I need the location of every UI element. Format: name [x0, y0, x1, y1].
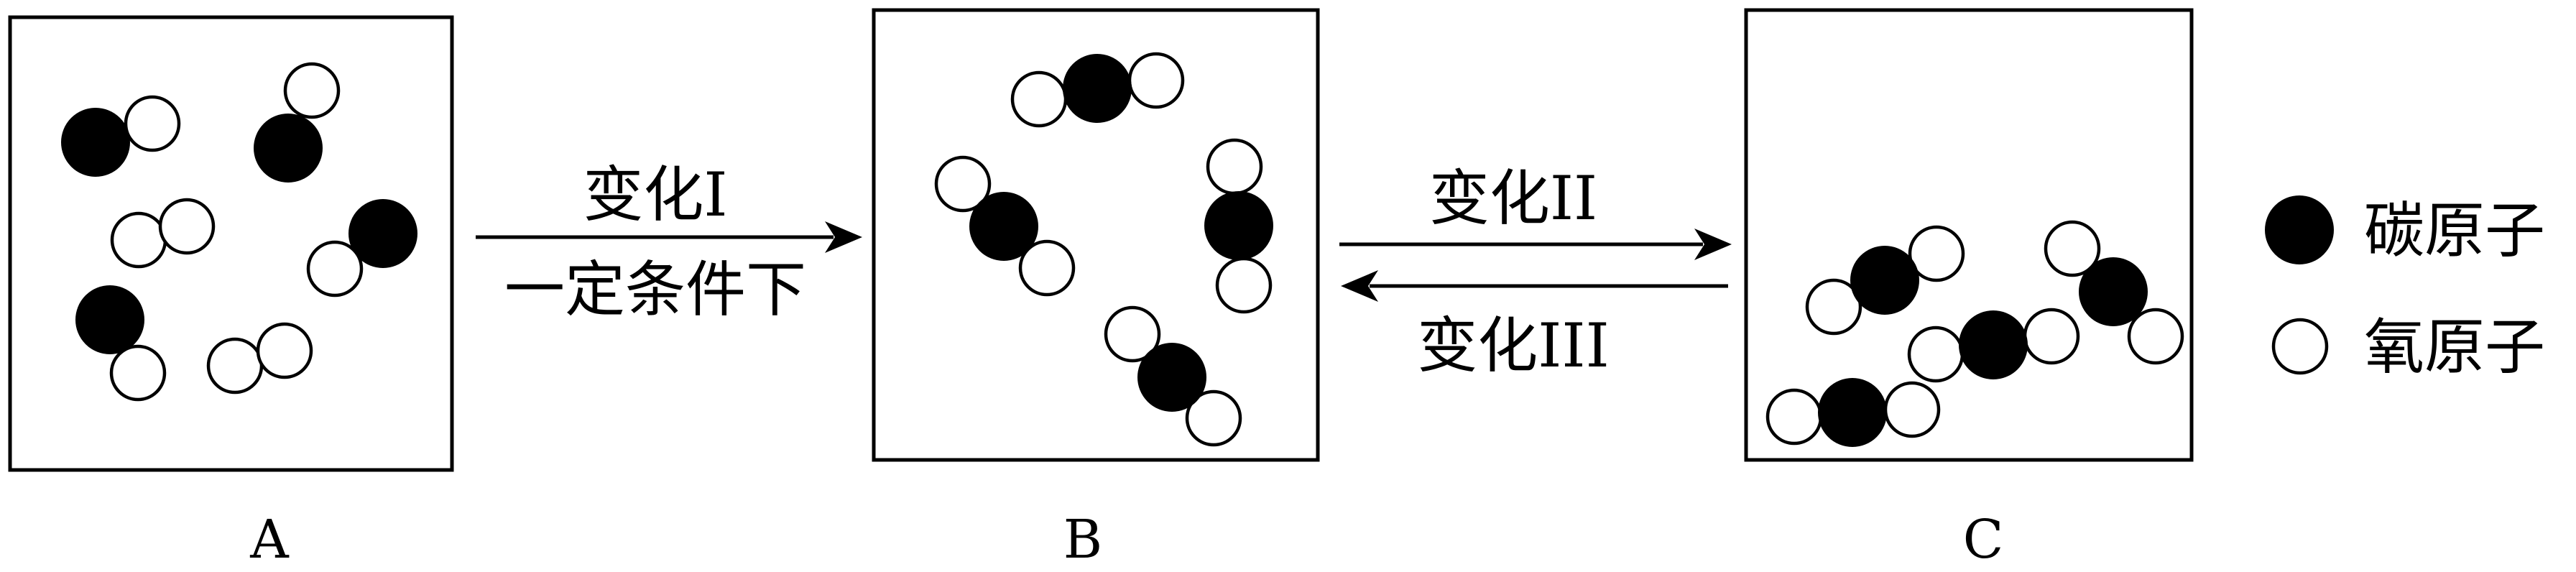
oxygen-atom [124, 95, 181, 152]
carbon-atom [1850, 246, 1919, 315]
legend-item-oxygen: 氧原子 [2271, 312, 2545, 382]
carbon-atom [1959, 310, 2028, 379]
co2-molecule [1907, 308, 2080, 383]
carbon-atom [254, 114, 323, 183]
co-molecule [61, 95, 181, 177]
carbon-atom [1063, 54, 1132, 123]
oxygen-atom [256, 322, 313, 379]
oxygen-atom [1104, 305, 1161, 363]
co2-molecule [1805, 225, 1965, 336]
oxygen-atom-icon [2271, 318, 2329, 375]
panel-c [1744, 8, 2194, 462]
oxygen-atom [1206, 138, 1263, 195]
co2-molecule [1010, 52, 1185, 128]
arrow-change-2: 变化II [1339, 163, 1732, 260]
oxygen-atom [1805, 278, 1862, 336]
o2-molecule [206, 322, 313, 395]
change-3-label: 变化III [1417, 310, 1610, 381]
panel-c-label: C [1963, 509, 2004, 571]
oxygen-atom [1765, 388, 1823, 446]
oxygen-atom [110, 211, 167, 269]
oxygen-atom [283, 62, 341, 119]
panel-a-label: A [249, 509, 290, 571]
oxygen-atom [1018, 239, 1076, 297]
panel-a [8, 15, 454, 472]
oxygen-atom [1883, 381, 1941, 438]
panel-b-label: B [1063, 509, 1102, 571]
arrow-change-1: 变化I 一定条件下 [476, 160, 862, 325]
arrow-right-head [1694, 229, 1732, 260]
arrow-right-head [825, 221, 862, 253]
oxygen-atom [109, 344, 167, 402]
carbon-atom [1137, 343, 1206, 412]
oxygen-atom [934, 155, 992, 213]
carbon-atom-icon [2265, 195, 2334, 264]
oxygen-atom [158, 198, 216, 255]
oxygen-atom [306, 240, 364, 297]
oxygen-atom [1907, 326, 1965, 383]
carbon-atom [61, 108, 130, 177]
oxygen-atom [2127, 308, 2184, 365]
oxygen-atom [1127, 52, 1185, 109]
co-molecule [254, 62, 341, 183]
condition-label: 一定条件下 [504, 254, 806, 325]
carbon-atom [1204, 191, 1273, 260]
o2-molecule [110, 198, 216, 269]
carbon-atom [1818, 378, 1887, 447]
legend-oxygen-label: 氧原子 [2364, 312, 2545, 382]
oxygen-atom [1215, 257, 1273, 314]
co-molecule [75, 285, 167, 402]
legend-item-carbon: 碳原子 [2265, 195, 2545, 266]
oxygen-atom [1908, 225, 1965, 282]
co2-molecule [1204, 138, 1273, 314]
carbon-atom [75, 285, 144, 354]
carbon-atom [2079, 257, 2148, 326]
arrow-left-head [1341, 270, 1378, 302]
carbon-atom [969, 192, 1038, 261]
panel-b [872, 8, 1320, 462]
oxygen-atom [1010, 70, 1068, 128]
oxygen-atom [2044, 220, 2101, 277]
panel-a-frame [8, 15, 454, 472]
oxygen-atom [206, 337, 264, 395]
co2-molecule [1765, 378, 1941, 447]
change-1-label: 变化I [583, 160, 727, 230]
oxygen-atom [1185, 389, 1242, 447]
co-molecule [306, 199, 417, 297]
panel-b-frame [872, 8, 1320, 462]
co2-molecule [2044, 220, 2184, 365]
arrow-change-3: 变化III [1341, 270, 1728, 381]
legend-carbon-label: 碳原子 [2364, 195, 2545, 266]
carbon-atom [348, 199, 417, 268]
oxygen-atom [2023, 308, 2080, 365]
change-2-label: 变化II [1429, 163, 1597, 234]
panel-c-frame [1744, 8, 2194, 462]
legend: 碳原子 氧原子 [2265, 195, 2545, 382]
co2-molecule [1104, 305, 1242, 447]
co2-molecule [934, 155, 1076, 297]
